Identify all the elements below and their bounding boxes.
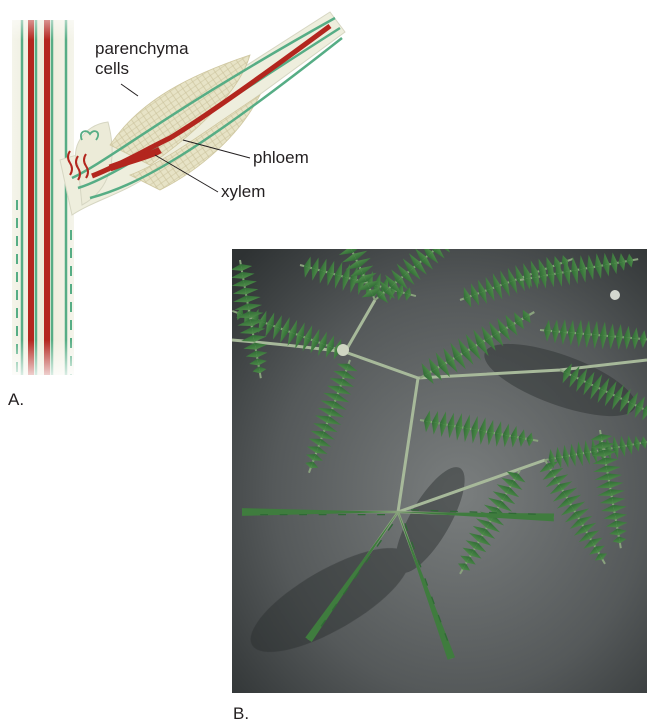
panel-b-label: B. [233,705,249,722]
mimosa-photo [226,185,647,693]
